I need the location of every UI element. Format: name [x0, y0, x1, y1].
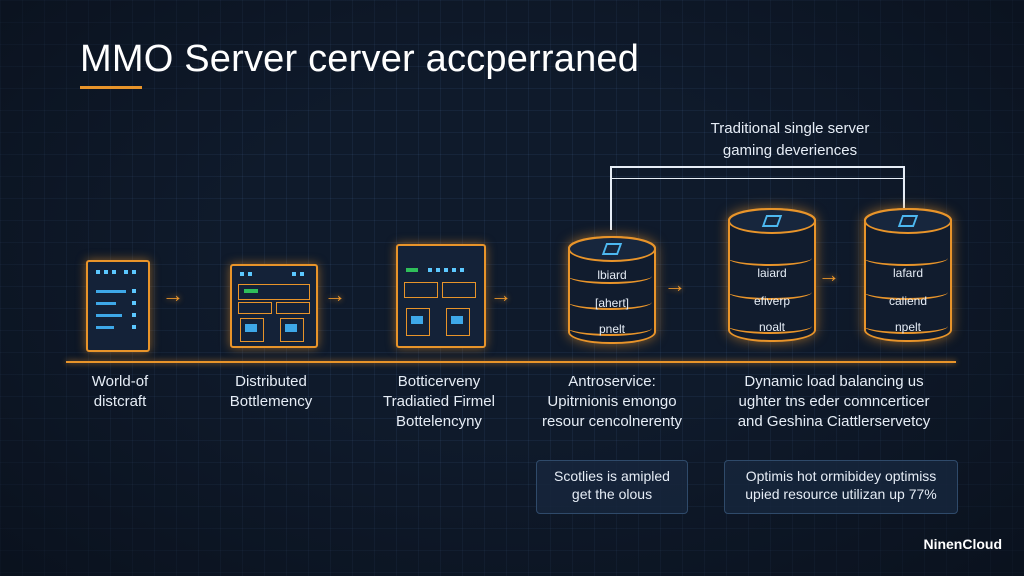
title-underline: [80, 86, 142, 89]
callout-bracket-top: [610, 166, 904, 168]
timeline-line: [66, 361, 956, 363]
stage-5-line-2: ughter tns eder comncerticer: [738, 393, 930, 410]
database-3-label-1: lafard: [892, 266, 924, 280]
stage-5-line-3: and Geshina Ciattlerservetcy: [737, 413, 931, 430]
database-2-label-2: efiverp: [753, 294, 791, 308]
arrow-right-icon-5: →: [818, 262, 840, 287]
arrow-right-icon-3: →: [490, 282, 512, 307]
stage-1-line-2: distcraft: [93, 393, 147, 410]
callout-bracket-left: [610, 166, 612, 230]
callout-line-1: Traditional single server: [710, 120, 870, 137]
brand-logo: NinenCloud: [923, 536, 1002, 552]
note-box-2: Optimis hot ormibidey optimiss upied res…: [724, 460, 958, 514]
server-rack-icon-2: [230, 264, 318, 348]
server-rack-icon-1: [86, 260, 150, 352]
note-2-line-1: Optimis hot ormibidey optimiss: [745, 468, 937, 484]
stage-label-1: World-of distcraft: [60, 372, 180, 412]
arrow-right-icon-1: →: [162, 282, 184, 307]
stage-1-line-1: World-of: [91, 373, 149, 390]
callout-line-2: gaming deveriences: [722, 142, 858, 159]
callout-text: Traditional single server gaming deverie…: [680, 118, 900, 162]
database-2-label-1: laiard: [757, 266, 787, 280]
database-1-label-3: pnelt: [598, 322, 626, 336]
database-2-label-3: noalt: [758, 320, 786, 334]
page-title: MMO Server cerver accperraned: [80, 38, 640, 80]
callout-bracket-right: [903, 166, 905, 212]
stage-4-line-1: Antroservice:: [568, 373, 656, 390]
note-2-line-2: upied resource utilizan up 77%: [745, 486, 937, 502]
database-1-label-1: lbiard: [597, 268, 627, 282]
stage-label-5: Dynamic load balancing us ughter tns ede…: [714, 372, 954, 432]
database-3-label-2: caliend: [888, 294, 928, 308]
stage-2-line-2: Bottlemency: [229, 393, 313, 410]
stage-3-line-2: Tradiatied Firmel: [383, 393, 495, 410]
note-1-line-1: Scotlies is amipled: [554, 468, 670, 484]
database-cylinder-icon-3: lafard caliend npelt: [864, 208, 952, 342]
database-cylinder-icon-2: laiard efiverp noalt: [728, 208, 816, 342]
database-1-label-2: [ahert]: [594, 296, 630, 310]
stage-2-line-1: Distributed: [235, 373, 307, 390]
server-rack-icon-3: [396, 244, 486, 348]
database-3-label-3: npelt: [894, 320, 922, 334]
arrow-right-icon-4: →: [664, 272, 686, 297]
note-1-line-2: get the olous: [571, 486, 653, 502]
stage-label-3: Botticerveny Tradiatied Firmel Bottelenc…: [364, 372, 514, 432]
database-cylinder-icon-1: lbiard [ahert] pnelt: [568, 236, 656, 344]
arrow-right-icon-2: →: [324, 282, 346, 307]
stage-label-2: Distributed Bottlemency: [206, 372, 336, 412]
note-box-1: Scotlies is amipled get the olous: [536, 460, 688, 514]
stage-4-line-2: Upitrnionis emongo: [547, 393, 677, 410]
callout-bracket-inner: [610, 178, 904, 179]
stage-4-line-3: resour cencolnerenty: [541, 413, 683, 430]
stage-label-4: Antroservice: Upitrnionis emongo resour …: [526, 372, 698, 432]
stage-5-line-1: Dynamic load balancing us: [744, 373, 924, 390]
stage-3-line-3: Bottelencyny: [396, 413, 482, 430]
stage-3-line-1: Botticerveny: [397, 373, 481, 390]
